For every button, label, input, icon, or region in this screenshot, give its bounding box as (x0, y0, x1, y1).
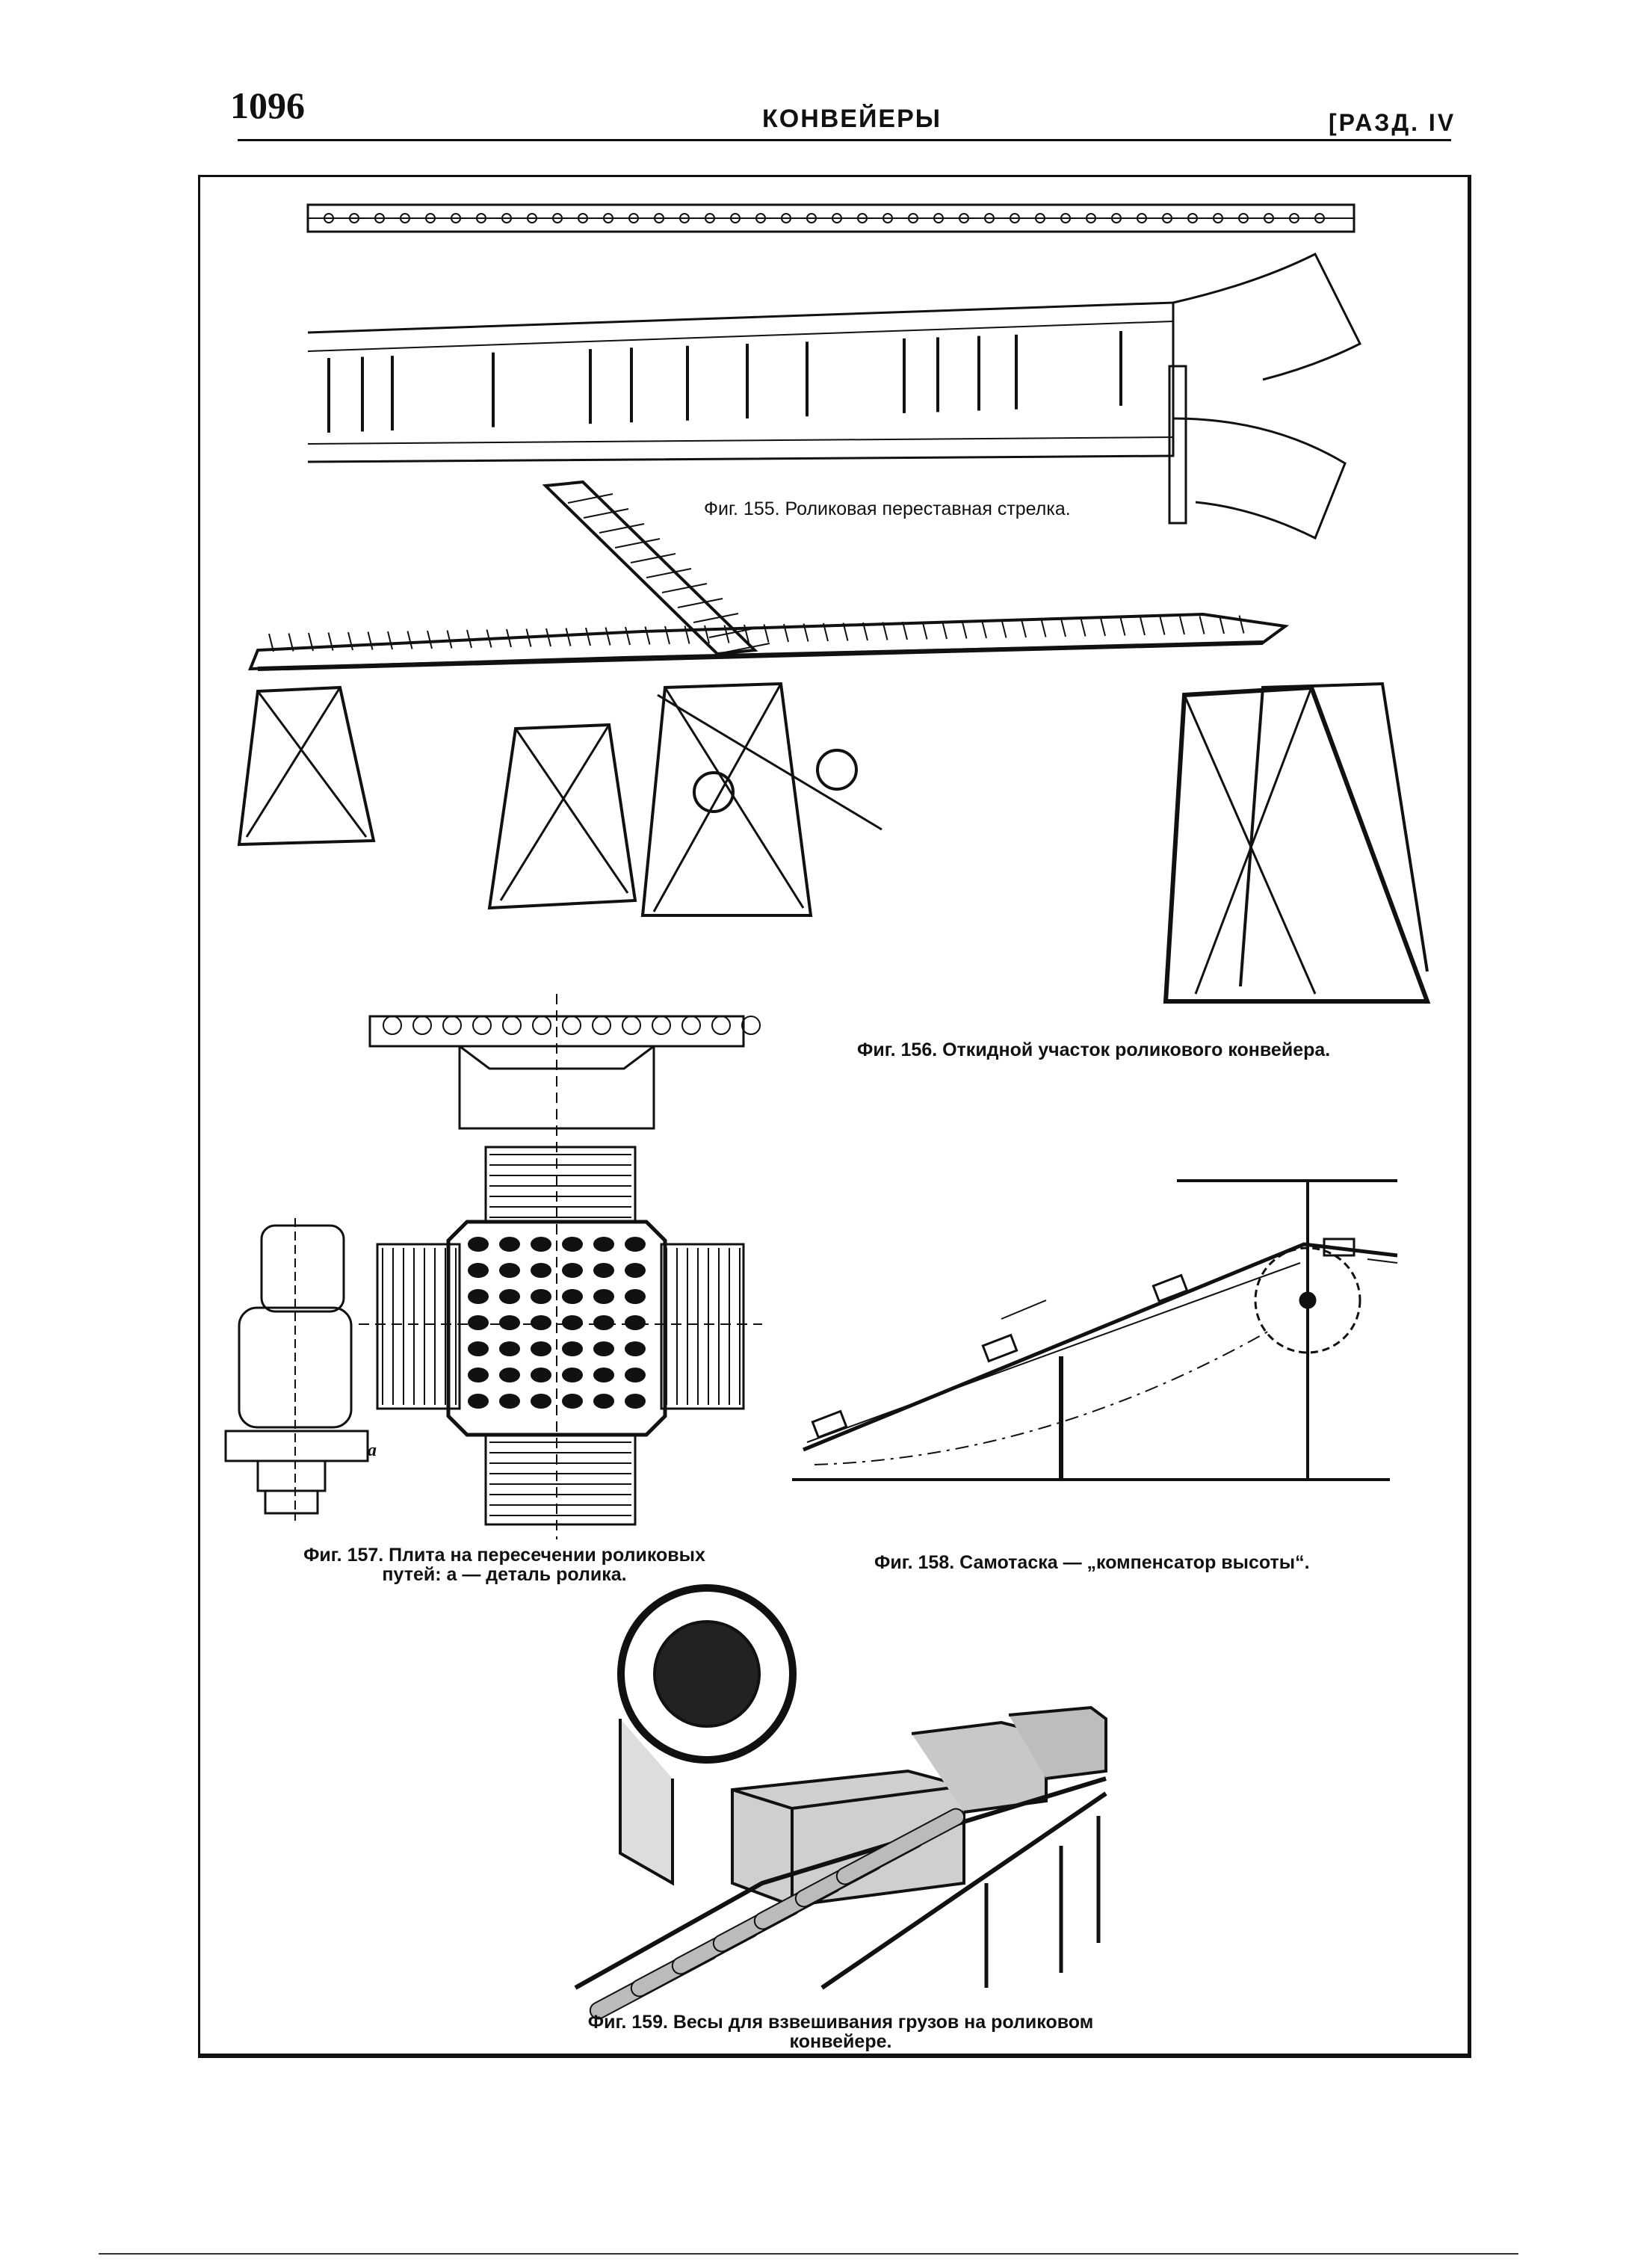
illustration-plate-frame (198, 175, 1471, 2058)
figure-158-caption: Фиг. 158. Самотаска — „компенсатор высот… (874, 1552, 1310, 1573)
figure-155-caption: Фиг. 155. Роликовая переставная стрелка. (704, 498, 1071, 519)
detail-a-label: а (368, 1441, 377, 1460)
figure-159-caption: Фиг. 159. Весы для взвешивания грузов на… (587, 2012, 1094, 2052)
section-reference: [РАЗД. IV (1329, 109, 1456, 136)
header-rule (238, 139, 1451, 141)
figure-156-caption: Фиг. 156. Откидной участок роликового ко… (857, 1039, 1331, 1060)
page-bottom-rule (99, 2253, 1518, 2255)
figure-157-caption: Фиг. 157. Плита на пересечении роликовых… (303, 1545, 705, 1585)
page-number: 1096 (230, 84, 305, 126)
running-title: КОНВЕЙЕРЫ (762, 105, 942, 133)
